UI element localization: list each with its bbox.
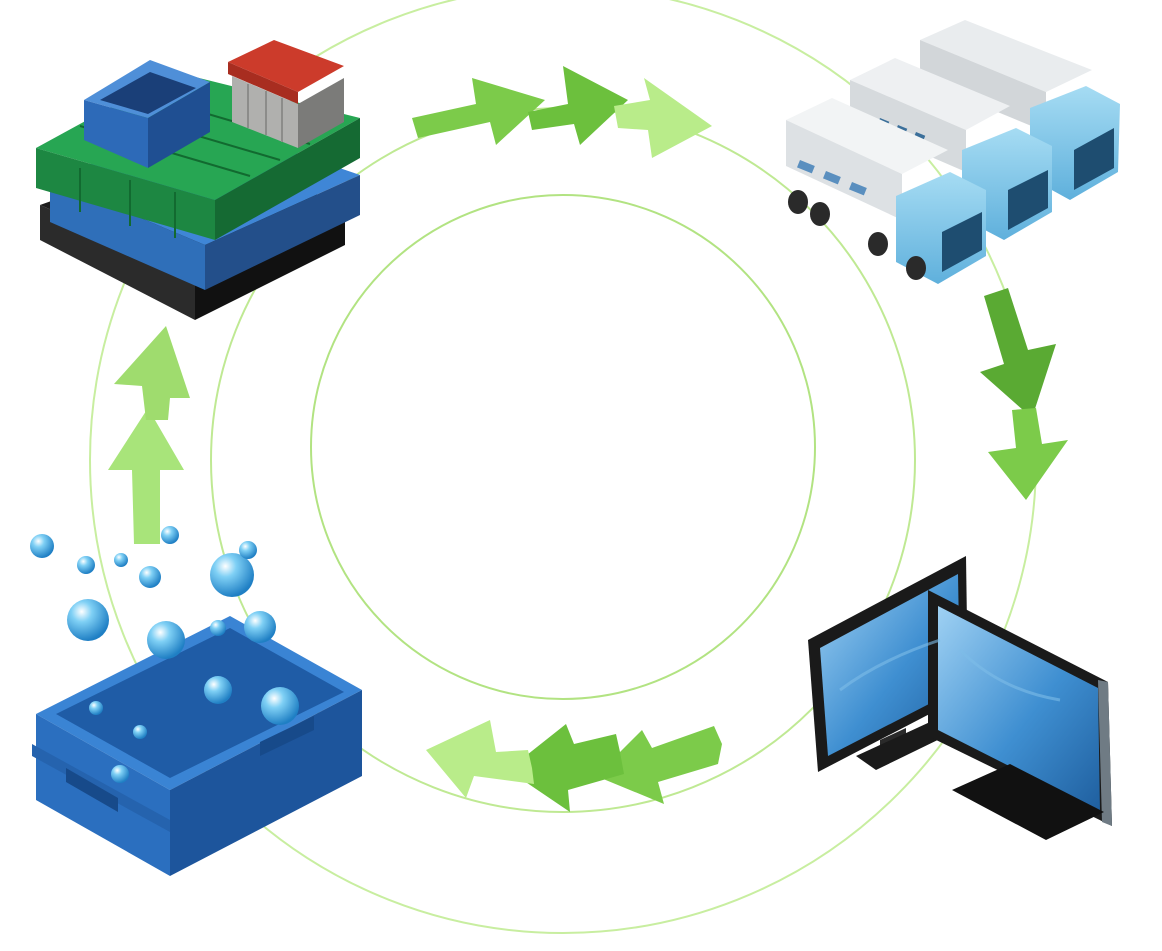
pallet-stack-icon <box>36 40 360 320</box>
arrow-down-icon <box>988 408 1068 500</box>
inner-ring <box>310 194 816 700</box>
arrows-bottom <box>426 720 722 812</box>
arrow-right-icon <box>412 78 545 145</box>
arrow-left-icon <box>426 720 534 798</box>
arrow-left-icon <box>508 724 624 812</box>
computer-monitors-icon <box>808 556 1112 840</box>
arrow-right-icon <box>528 66 628 145</box>
arrow-up-icon <box>108 408 184 544</box>
arrow-left-icon <box>596 726 722 804</box>
arrows-left <box>108 326 190 544</box>
arrow-right-icon <box>614 78 712 158</box>
truck-fleet-icon <box>786 20 1120 284</box>
arrows-right <box>980 288 1068 500</box>
arrow-down-icon <box>980 288 1056 418</box>
crate-washing-icon <box>30 526 362 876</box>
bubbles <box>30 526 299 783</box>
arrow-up-icon <box>114 326 190 420</box>
arrows-top <box>412 66 712 158</box>
